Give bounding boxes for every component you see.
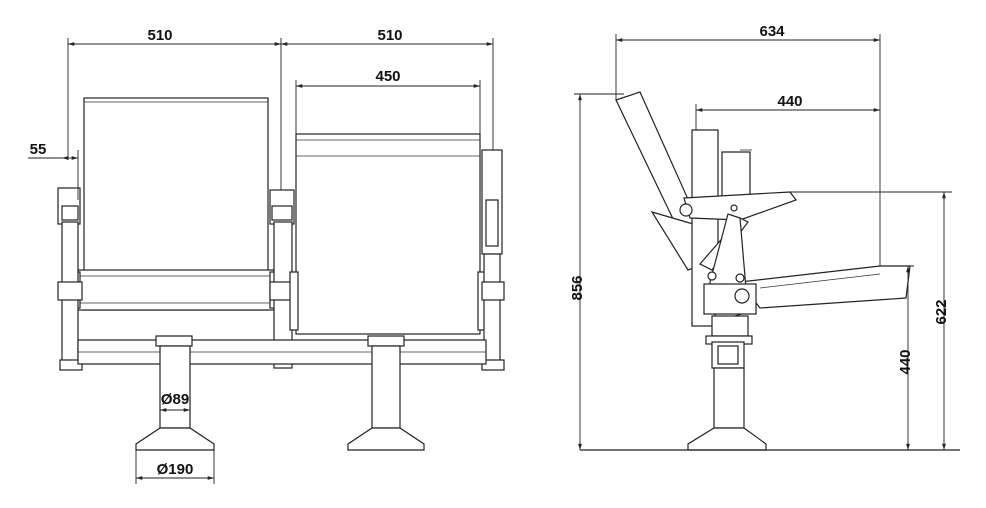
left-seat-folded (71, 97, 279, 311)
middle-standard (269, 189, 297, 369)
right-seat-folded (289, 133, 487, 335)
dim-overall-depth: 634 (759, 23, 785, 40)
side-pedestal (687, 335, 767, 451)
side-dimensions: 634 440 856 622 440 (569, 23, 952, 450)
dim-seat-width-right: 510 (377, 27, 402, 44)
dim-base-diameter: Ø190 (157, 461, 194, 478)
dim-post-diameter: Ø89 (161, 391, 189, 408)
dim-armrest-height: 622 (933, 299, 950, 324)
armrest (679, 191, 797, 221)
front-dimensions: 510 510 450 55 Ø89 Ø190 (28, 27, 494, 484)
dim-seat-width-left: 510 (147, 27, 172, 44)
left-standard (57, 187, 83, 371)
dim-overall-height: 856 (569, 275, 586, 300)
dim-back-width: 450 (375, 68, 400, 85)
left-pedestal (135, 335, 215, 451)
dim-seat-height: 440 (897, 349, 914, 374)
right-pedestal (347, 335, 425, 451)
right-standard (481, 149, 505, 371)
support-beam (77, 339, 487, 365)
dim-seat-depth: 440 (777, 93, 802, 110)
dim-armrest: 55 (30, 141, 47, 158)
hinge-mechanism (699, 213, 757, 337)
seat (738, 265, 911, 309)
side-view: 634 440 856 622 440 (569, 23, 960, 451)
front-view: 510 510 450 55 Ø89 Ø190 (28, 27, 505, 484)
